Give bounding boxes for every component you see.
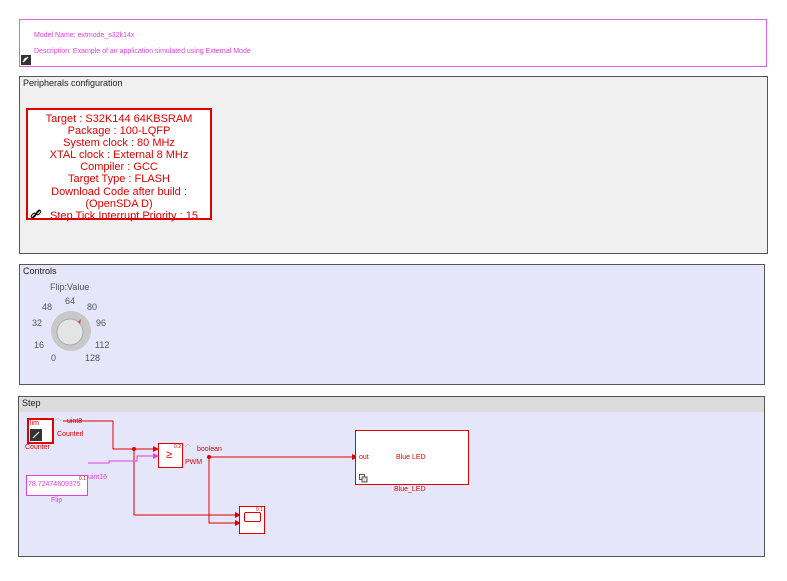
model-info-annotation: Model Name: extmode_s32k14x Description:… — [19, 19, 767, 67]
port-label: out — [359, 454, 369, 461]
counter-label: Counter — [25, 444, 50, 451]
config-line: Compiler : GCC — [80, 161, 158, 174]
controls-area: Controls Flip:Value 0 16 32 48 64 80 96 … — [19, 264, 765, 385]
step-area: Step lim Counter ◠ uint8 Counterl ≥ 0.2 … — [18, 396, 765, 557]
sample-rate: 0.1 — [256, 507, 263, 513]
config-line: Step Tick Interrupt Priority : 15 — [50, 209, 198, 222]
counter-block[interactable]: lim — [27, 418, 54, 444]
link-icon — [30, 209, 42, 219]
tick-label: 32 — [32, 318, 43, 328]
signal-name: Counterl — [57, 431, 84, 438]
port-type: boolean — [197, 446, 222, 453]
tick-label: 80 — [87, 302, 98, 312]
port-type: uint8 — [67, 418, 83, 425]
config-line: System clock : 80 MHz — [63, 137, 175, 150]
pwm-compare-block[interactable]: ≥ 0.2 — [158, 443, 183, 468]
tick-label: 16 — [34, 340, 45, 350]
area-title: Controls — [23, 266, 57, 276]
flip-display-block[interactable]: 78.72474609375 0.1 — [26, 475, 88, 496]
config-line: Target Type : FLASH — [68, 173, 170, 186]
flip-label: Flip — [51, 497, 63, 504]
area-title: Peripherals configuration — [23, 78, 123, 88]
led-text: Blue LED — [396, 454, 426, 461]
config-line: Download Code after build : — [51, 185, 187, 198]
compare-symbol: ≥ — [166, 449, 173, 461]
link-icon — [30, 429, 42, 441]
knob-label: Flip:Value — [50, 282, 90, 292]
signal-wireless-icon: ◠ — [55, 418, 62, 425]
signal-lines — [63, 420, 358, 526]
step-header — [19, 397, 764, 412]
config-line: (OpenSDA D) — [85, 197, 153, 210]
tick-label: 64 — [65, 296, 76, 306]
blue-led-block[interactable]: out Blue LED — [355, 430, 469, 485]
signal-wireless-icon: ◠ — [185, 444, 192, 451]
peripherals-area: Peripherals configuration Target : S32K1… — [19, 76, 768, 254]
link-icon[interactable] — [21, 55, 31, 65]
flip-knob[interactable] — [50, 310, 92, 352]
display-value: 78.72474609375 — [28, 481, 81, 488]
sample-rate: 0.2 — [174, 444, 181, 450]
subsystem-icon — [359, 474, 368, 483]
area-title: Step — [22, 398, 41, 408]
port-type: uint16 — [88, 474, 108, 481]
config-line: Package : 100-LQFP — [67, 125, 171, 138]
tick-label: 128 — [85, 353, 101, 363]
scope-icon — [244, 512, 261, 522]
sample-rate: 0.1 — [79, 476, 86, 482]
tick-label: 48 — [42, 302, 53, 312]
pwm-label: PWM — [185, 459, 203, 466]
config-line: XTAL clock : External 8 MHz — [49, 149, 189, 162]
tick-label: 112 — [95, 340, 110, 350]
peripherals-config-block[interactable]: Target : S32K144 64KBSRAM Package : 100-… — [26, 108, 212, 222]
blue-led-label: Blue_LED — [394, 486, 426, 493]
scope-block[interactable]: 0.1 — [239, 506, 265, 534]
model-name: Model Name: extmode_s32k14x — [34, 32, 135, 39]
counter-icon-text: lim — [30, 420, 39, 427]
tick-label: 96 — [96, 318, 107, 328]
config-line: Target : S32K144 64KBSRAM — [45, 113, 193, 125]
model-description: Description: Example of an application s… — [34, 48, 251, 55]
tick-label: 0 — [51, 353, 57, 363]
